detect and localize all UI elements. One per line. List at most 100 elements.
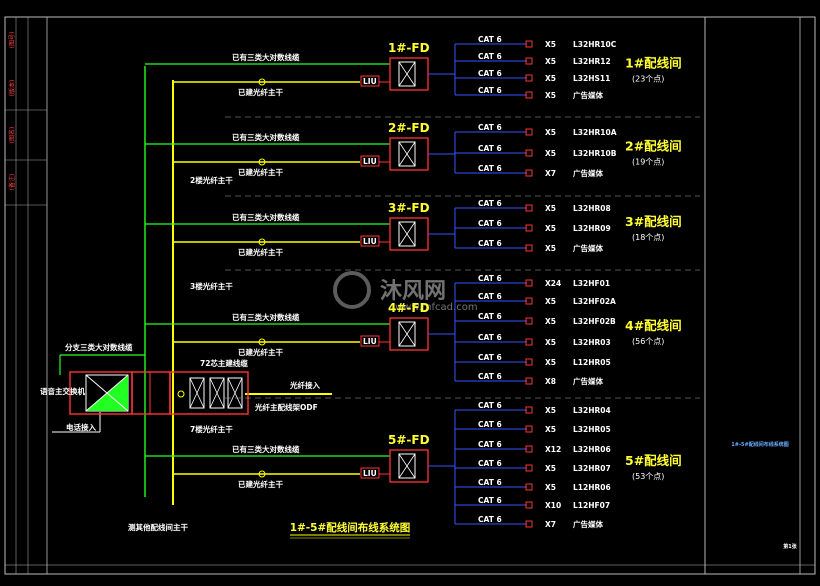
cable-type: CAT 6 [478, 401, 502, 410]
outlet-icon [525, 464, 533, 472]
liu-label: LIU [363, 469, 377, 478]
fd-panel-cross [398, 321, 416, 347]
outlet-icon [525, 128, 533, 136]
fd-label: 1#-FD [388, 41, 430, 55]
fiber-splice-node [258, 338, 266, 346]
backbone-cable-label: 72芯主建线缆 [200, 358, 248, 368]
copper-cable-label: 已有三类大对数线缆 [232, 52, 300, 62]
outlet-icon [525, 279, 533, 287]
closet-point-count: (53个点) [632, 472, 664, 481]
outlet-icon [525, 445, 533, 453]
cable-type: CAT 6 [478, 515, 502, 524]
liu-box [360, 467, 380, 479]
fiber-main-odf-label: 光纤主配线架ODF [254, 402, 318, 412]
outlet-icon [525, 57, 533, 65]
outlet-icon [525, 204, 533, 212]
liu-box [360, 155, 380, 167]
outlet-count: X7 [545, 169, 556, 178]
odf-fiber-node [177, 390, 185, 398]
cable-type: CAT 6 [478, 312, 502, 321]
fiber-splice-node [258, 78, 266, 86]
closet-room-name: 2#配线间 [625, 139, 682, 154]
fiber-cable-label: 已建光纤主干 [238, 87, 283, 97]
outlet-count: X24 [545, 279, 561, 288]
phone-in-label: 电话接入 [66, 422, 96, 432]
outlet-count: X10 [545, 501, 561, 510]
fd-cabinet [389, 137, 429, 171]
panel-id: L32HR12 [573, 57, 611, 66]
outlet-count: X12 [545, 445, 561, 454]
panel-id: 广告媒体 [573, 376, 603, 386]
sheet-number: 第1张 [783, 543, 797, 550]
side-label: (版本) [8, 80, 16, 97]
fiber-trunk-3f-label: 3楼光纤主干 [190, 281, 233, 291]
cable-type: CAT 6 [478, 420, 502, 429]
fd-cabinet [389, 217, 429, 251]
closet-point-count: (19个点) [632, 158, 664, 167]
cable-type: CAT 6 [478, 69, 502, 78]
fiber-cable-label: 已建光纤主干 [238, 247, 283, 257]
outlet-count: X5 [545, 483, 556, 492]
panel-id: L12HR05 [573, 358, 611, 367]
outlet-count: X5 [545, 358, 556, 367]
fd-panel [398, 453, 416, 479]
outlet-count: X5 [545, 149, 556, 158]
odf-module-cross [227, 377, 243, 409]
panel-id: L32HR07 [573, 464, 611, 473]
fiber-cable-label: 已建光纤主干 [238, 479, 283, 489]
cable-type: CAT 6 [478, 440, 502, 449]
side-label: (图号) [9, 32, 16, 49]
outlet-icon [525, 244, 533, 252]
fiber-splice-node [258, 238, 266, 246]
cable-type: CAT 6 [478, 144, 502, 153]
liu-box [360, 75, 380, 87]
copper-cable-label: 已有三类大对数线缆 [232, 132, 300, 142]
liu-label: LIU [363, 77, 377, 86]
closet-room-name: 3#配线间 [625, 214, 682, 229]
fiber-splice-node [258, 470, 266, 478]
fd-panel [398, 141, 416, 167]
fd-panel-cross [398, 141, 416, 167]
panel-id: L32HR09 [573, 224, 611, 233]
outlet-count: X5 [545, 74, 556, 83]
odf-module-cross [189, 377, 205, 409]
outlet-icon [525, 406, 533, 414]
rack-box [131, 371, 171, 415]
outlet-count: X5 [545, 128, 556, 137]
panel-id: L32HR10C [573, 40, 617, 49]
panel-id: 广告媒体 [573, 519, 603, 529]
panel-id: L32HR08 [573, 204, 611, 213]
outlet-count: X5 [545, 91, 556, 100]
outlet-icon [525, 520, 533, 528]
copper-cable-label: 已有三类大对数线缆 [232, 212, 300, 222]
fd-cabinet [389, 317, 429, 351]
fiber-in-label: 光纤接入 [289, 380, 320, 390]
outlet-count: X5 [545, 297, 556, 306]
watermark-url: www.mfcad.com [395, 302, 478, 313]
title-block-note: 1#-5#配线间布线系统图 [731, 441, 788, 448]
outlet-count: X5 [545, 244, 556, 253]
fiber-trunk-7f-label: 7楼光纤主干 [190, 424, 233, 434]
panel-id: 广告媒体 [573, 90, 603, 100]
other-closets-trunk-label: 测其他配线间主干 [128, 522, 188, 532]
outlet-count: X5 [545, 406, 556, 415]
fd-panel-cross [398, 453, 416, 479]
liu-box [360, 335, 380, 347]
outlet-icon [525, 483, 533, 491]
outlet-count: X5 [545, 317, 556, 326]
side-label: (图名) [8, 127, 16, 144]
closet-room-name: 4#配线间 [625, 318, 682, 333]
fd-panel-cross [398, 61, 416, 87]
panel-id: L32HR06 [573, 445, 611, 454]
